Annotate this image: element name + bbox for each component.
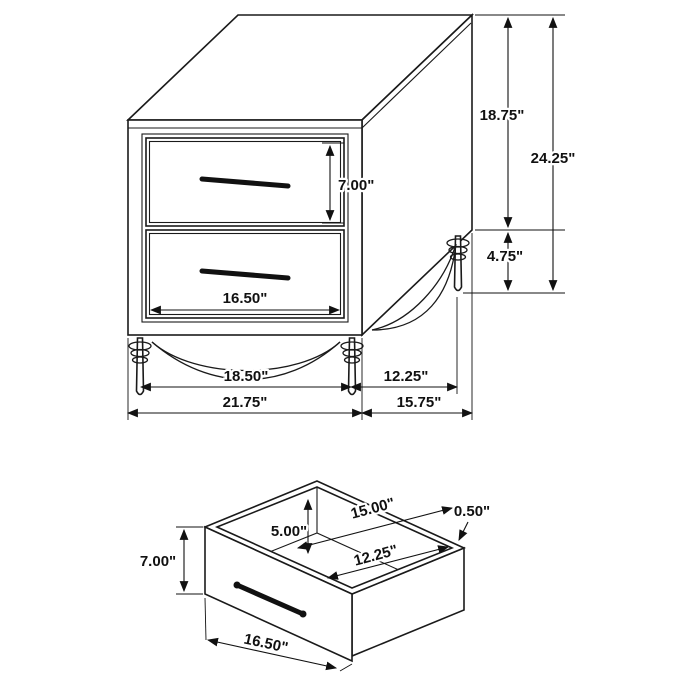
dimension-line bbox=[296, 506, 454, 550]
dim-label-wall-thickness: 0.50" bbox=[454, 503, 490, 520]
leg-back-right-coil bbox=[449, 253, 467, 261]
leg-front-left bbox=[135, 337, 145, 396]
drawer-floor bbox=[217, 532, 452, 588]
extension-line bbox=[339, 663, 353, 672]
dim-drawer-front-width: 16.50" bbox=[149, 288, 341, 315]
top-slab-edge-side bbox=[361, 22, 472, 129]
dim-interior-height: 5.00" bbox=[269, 498, 313, 555]
drawer-handle-post bbox=[299, 610, 307, 618]
dim-label-front-height: 7.00" bbox=[140, 553, 176, 570]
dim-label-drawer-front-width: 16.50" bbox=[223, 290, 268, 307]
drawer-front-bottom-inner bbox=[148, 232, 342, 316]
leg-back-right bbox=[453, 235, 463, 292]
leg-front-right bbox=[347, 337, 357, 396]
drawer-handle bbox=[234, 582, 306, 617]
base-stretcher-side-1 bbox=[371, 243, 457, 331]
extension-line bbox=[204, 597, 207, 641]
dimension-line bbox=[326, 545, 450, 580]
leader-line bbox=[458, 521, 469, 541]
dim-label-side-leg-span: 12.25" bbox=[384, 368, 429, 385]
dim-label-overall-depth: 15.75" bbox=[397, 394, 442, 411]
dim-drawer-front-height: 7.00" bbox=[322, 142, 377, 224]
drawer-handle-post bbox=[233, 581, 241, 589]
nightstand-view: 7.00" 16.50" 18.75" 4.75" 24.25" bbox=[126, 13, 578, 420]
dim-widths: 18.50" 12.25" 21.75" 15.75" bbox=[126, 233, 474, 420]
dim-label-overall-height: 24.25" bbox=[531, 150, 576, 167]
nightstand-body bbox=[126, 13, 474, 337]
drawer-view: 7.00" 16.50" 15.00" 5.00" 12.2 bbox=[138, 480, 492, 672]
base-stretcher-front-1 bbox=[151, 341, 341, 372]
dim-label-overall-width: 21.75" bbox=[223, 394, 268, 411]
drawer-front-panel bbox=[204, 525, 353, 663]
drawer-body bbox=[202, 480, 467, 663]
dim-heights: 18.75" 4.75" 24.25" bbox=[463, 14, 578, 294]
drawer-front-top-inner bbox=[148, 140, 342, 224]
base-stretcher-side-2 bbox=[371, 243, 457, 331]
leg-front-right-coil bbox=[343, 356, 361, 364]
dim-label-case-height: 18.75" bbox=[480, 107, 525, 124]
dim-label-front-leg-span: 18.50" bbox=[224, 368, 269, 385]
base-stretcher-front-2 bbox=[151, 341, 341, 381]
drawer-handle-bottom bbox=[199, 268, 291, 281]
dim-label-interior-height: 5.00" bbox=[271, 523, 307, 540]
dim-front-height: 7.00" bbox=[138, 526, 203, 595]
dim-label-leg-height: 4.75" bbox=[487, 248, 523, 265]
dim-wall-thickness: 0.50" bbox=[452, 501, 492, 541]
leg-front-left-coil bbox=[131, 356, 149, 364]
nightstand-dimensions: 7.00" 16.50" 18.75" 4.75" 24.25" bbox=[126, 14, 578, 420]
dim-label-drawer-front-height: 7.00" bbox=[338, 177, 374, 194]
dimension-line bbox=[206, 637, 338, 671]
drawer-handle-top bbox=[199, 176, 291, 189]
front-frame-inner bbox=[141, 133, 349, 323]
